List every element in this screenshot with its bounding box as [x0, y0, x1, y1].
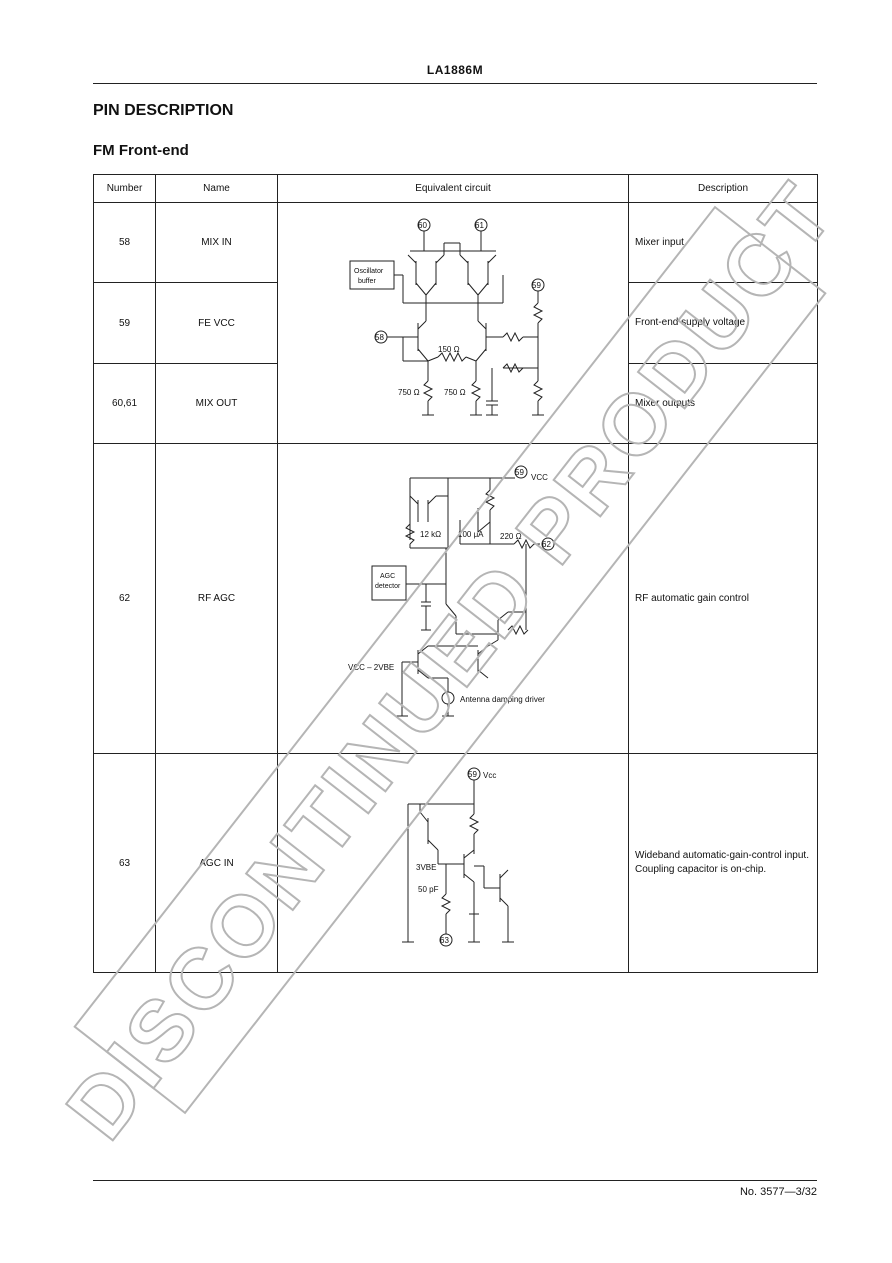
circuit-label: AGC — [380, 573, 395, 580]
resistor-label: 220 Ω — [500, 532, 522, 541]
pin-label: 59 — [515, 468, 524, 477]
column-header-circuit: Equivalent circuit — [277, 174, 629, 203]
pin-name: MIX OUT — [155, 363, 278, 444]
resistor-label: 12 kΩ — [420, 530, 441, 539]
subsection-title: FM Front-end — [93, 142, 189, 159]
circuit-label: buffer — [358, 278, 376, 285]
pin-description: Front-end supply voltage — [628, 282, 818, 364]
table-header-row: Number Name Equivalent circuit Descripti… — [93, 174, 818, 203]
pin-description-table: Number Name Equivalent circuit Descripti… — [93, 174, 818, 973]
bias-label: VCC – 2VBE — [348, 663, 394, 672]
page-number: No. 3577—3/32 — [739, 1186, 817, 1198]
pin-description: Wideband automatic-gain-control input. C… — [628, 753, 818, 973]
pin-description: Mixer input — [628, 202, 818, 283]
pin-name: FE VCC — [155, 282, 278, 364]
pin-label: 61 — [475, 221, 484, 230]
current-label: 100 μA — [458, 530, 484, 539]
pin-label: 63 — [440, 936, 449, 945]
column-header-number: Number — [93, 174, 156, 203]
circuit-label: Antenna damping driver — [460, 695, 545, 704]
pin-number: 59 — [93, 282, 156, 364]
table-row: 62 RF AGC — [93, 443, 818, 754]
resistor-label: 750 Ω — [398, 388, 420, 397]
pin-label: 62 — [542, 540, 551, 549]
pin-name: MIX IN — [155, 202, 278, 283]
resistor-label: 750 Ω — [444, 388, 466, 397]
footer-rule — [93, 1180, 817, 1181]
pin-description: Mixer outputs — [628, 363, 818, 444]
column-header-name: Name — [155, 174, 278, 203]
pin-label: 59 — [468, 770, 477, 779]
pin-number: 62 — [93, 443, 156, 754]
pin-label: 59 — [532, 281, 541, 290]
header-rule — [93, 83, 817, 84]
circuit-label: 3VBE — [416, 863, 436, 872]
mixer-circuit-diagram: 60 61 59 58 Oscillator buffer 150 Ω 750 … — [349, 218, 545, 416]
circuit-rf-agc: 59 VCC 12 kΩ 100 μA 220 Ω 62 AGC detecto… — [277, 443, 629, 754]
resistor-label: 150 Ω — [438, 345, 460, 354]
capacitor-label: 50 pF — [418, 885, 439, 894]
pin-number: 63 — [93, 753, 156, 973]
pin-label: 60 — [418, 221, 427, 230]
circuit-mixer: 60 61 59 58 Oscillator buffer 150 Ω 750 … — [277, 202, 629, 444]
rf-agc-circuit-diagram: 59 VCC 12 kΩ 100 μA 220 Ω 62 AGC detecto… — [348, 465, 555, 717]
column-header-description: Description — [628, 174, 818, 203]
table-row: 58 MIX IN — [93, 202, 818, 444]
pin-name: AGC IN — [155, 753, 278, 973]
pin-number: 58 — [93, 202, 156, 283]
circuit-agc-in: 59 Vcc 3VBE 50 pF 63 — [277, 753, 629, 973]
table-row: 63 AGC IN — [93, 753, 818, 973]
circuit-label: detector — [375, 583, 401, 590]
pin-name: RF AGC — [155, 443, 278, 754]
pin-description: RF automatic gain control — [628, 443, 818, 754]
pin-number: 60,61 — [93, 363, 156, 444]
agc-in-circuit-diagram: 59 Vcc 3VBE 50 pF 63 — [402, 767, 514, 947]
part-number: LA1886M — [426, 63, 484, 77]
circuit-label: Oscillator — [354, 268, 384, 275]
circuit-label: Vcc — [483, 771, 496, 780]
circuit-label: VCC — [531, 473, 548, 482]
section-title: PIN DESCRIPTION — [93, 102, 234, 119]
pin-label: 58 — [375, 333, 384, 342]
